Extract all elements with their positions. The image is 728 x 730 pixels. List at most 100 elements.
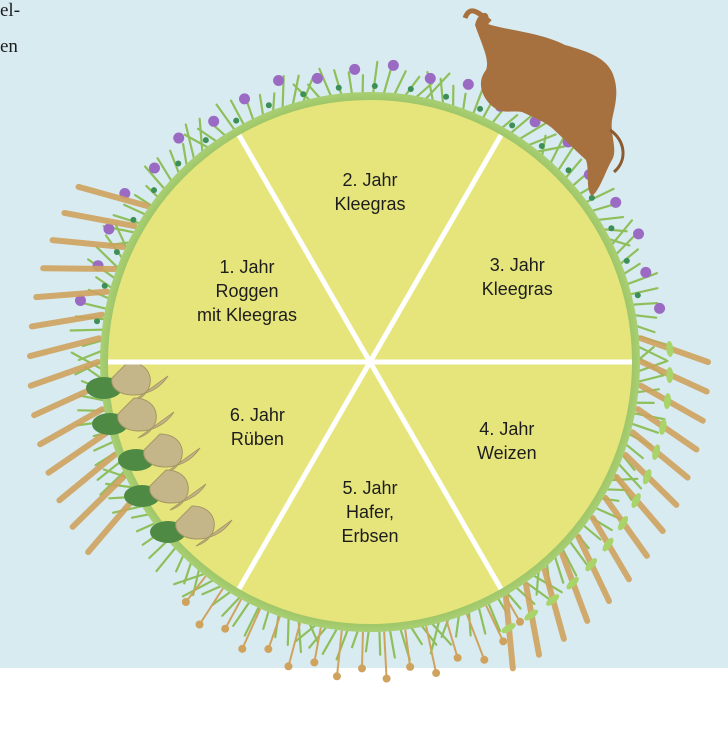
pea-pod bbox=[663, 393, 671, 410]
clover-flower bbox=[610, 197, 621, 208]
oat-grain bbox=[264, 645, 272, 653]
oat-stem bbox=[242, 609, 260, 649]
clover-leaf bbox=[266, 102, 272, 108]
grass-blade bbox=[288, 615, 289, 645]
sector-crop: Rüben bbox=[230, 427, 285, 451]
pea-pod bbox=[666, 367, 673, 383]
clover-leaf bbox=[130, 217, 136, 223]
clover-flower bbox=[273, 75, 284, 86]
rye-ear bbox=[43, 268, 114, 269]
clover-leaf bbox=[624, 258, 630, 264]
grass-blade bbox=[183, 579, 216, 596]
oat-stem bbox=[447, 621, 458, 658]
grass-blade bbox=[158, 158, 173, 183]
sector-year: 2. Jahr bbox=[334, 168, 405, 192]
clover-leaf bbox=[94, 318, 100, 324]
grass-blade bbox=[625, 273, 657, 285]
grass-blade bbox=[584, 189, 614, 203]
oat-stem bbox=[337, 631, 342, 677]
rye-ear bbox=[32, 315, 102, 327]
sector-year: 5. Jahr bbox=[341, 476, 398, 500]
oat-grain bbox=[516, 618, 524, 626]
clover-flower bbox=[149, 162, 160, 173]
oat-grain bbox=[196, 621, 204, 629]
oat-grain bbox=[432, 669, 440, 677]
sector-year: 6. Jahr bbox=[230, 403, 285, 427]
oat-stem bbox=[486, 606, 503, 642]
grass-blade bbox=[319, 69, 332, 99]
grass-blade bbox=[627, 288, 657, 295]
clover-flower bbox=[349, 64, 360, 75]
sector-crop: mit Kleegras bbox=[197, 303, 297, 327]
sector-label-3: 3. JahrKleegras bbox=[482, 253, 553, 301]
clover-flower bbox=[239, 93, 250, 104]
oat-stem bbox=[288, 623, 300, 666]
clover-leaf bbox=[477, 106, 483, 112]
sector-crop: Roggen bbox=[197, 279, 297, 303]
grass-blade bbox=[71, 330, 106, 331]
oat-stem bbox=[384, 632, 386, 679]
sector-year: 1. Jahr bbox=[197, 255, 297, 279]
clover-flower bbox=[173, 133, 184, 144]
oat-stem bbox=[362, 632, 363, 668]
clover-flower bbox=[633, 228, 644, 239]
oat-grain bbox=[480, 656, 488, 664]
clover-leaf bbox=[408, 86, 414, 92]
grass-blade bbox=[217, 105, 237, 132]
grass-blade bbox=[231, 101, 245, 127]
rye-ear bbox=[31, 362, 98, 386]
clover-leaf bbox=[151, 187, 157, 193]
rye-ear bbox=[30, 338, 99, 356]
grass-blade bbox=[630, 303, 657, 305]
clover-leaf bbox=[233, 118, 239, 124]
grass-blade bbox=[472, 86, 483, 116]
clover-leaf bbox=[635, 292, 641, 298]
oat-stem bbox=[314, 627, 320, 662]
clover-flower bbox=[208, 116, 219, 127]
grass-blade bbox=[200, 119, 203, 156]
grass-blade bbox=[487, 601, 500, 631]
sector-crop: Weizen bbox=[477, 441, 537, 465]
clover-leaf bbox=[608, 225, 614, 231]
oat-grain bbox=[333, 672, 341, 680]
clover-flower bbox=[312, 73, 323, 84]
oat-grain bbox=[454, 654, 462, 662]
clover-flower bbox=[388, 60, 399, 71]
clover-leaf bbox=[102, 283, 108, 289]
grass-blade bbox=[233, 600, 251, 626]
sector-label-6: 6. JahrRüben bbox=[230, 403, 285, 451]
clover-flower bbox=[640, 267, 651, 278]
oat-stem bbox=[426, 626, 436, 673]
oat-grain bbox=[406, 663, 414, 671]
wheat-ear bbox=[642, 362, 707, 391]
sector-year: 4. Jahr bbox=[477, 417, 537, 441]
grass-blade bbox=[334, 70, 342, 97]
sector-label-5: 5. JahrHafer,Erbsen bbox=[341, 476, 398, 548]
clover-flower bbox=[654, 303, 665, 314]
grass-blade bbox=[389, 627, 394, 657]
grass-blade bbox=[478, 605, 485, 634]
grass-blade bbox=[393, 71, 406, 97]
clover-leaf bbox=[566, 167, 572, 173]
clover-leaf bbox=[372, 83, 378, 89]
clover-leaf bbox=[509, 122, 515, 128]
sector-crop: Erbsen bbox=[341, 524, 398, 548]
clover-leaf bbox=[300, 91, 306, 97]
oat-stem bbox=[268, 617, 280, 650]
clover-leaf bbox=[203, 137, 209, 143]
clover-leaf bbox=[336, 85, 342, 91]
clover-leaf bbox=[175, 160, 181, 166]
oat-grain bbox=[383, 675, 391, 683]
clover-flower bbox=[425, 73, 436, 84]
oat-grain bbox=[499, 637, 507, 645]
oat-grain bbox=[221, 625, 229, 633]
oat-grain bbox=[310, 658, 318, 666]
clover-flower bbox=[103, 223, 114, 234]
rye-ear bbox=[36, 292, 107, 298]
grass-blade bbox=[245, 604, 260, 635]
clover-leaf bbox=[443, 94, 449, 100]
clover-leaf bbox=[539, 143, 545, 149]
